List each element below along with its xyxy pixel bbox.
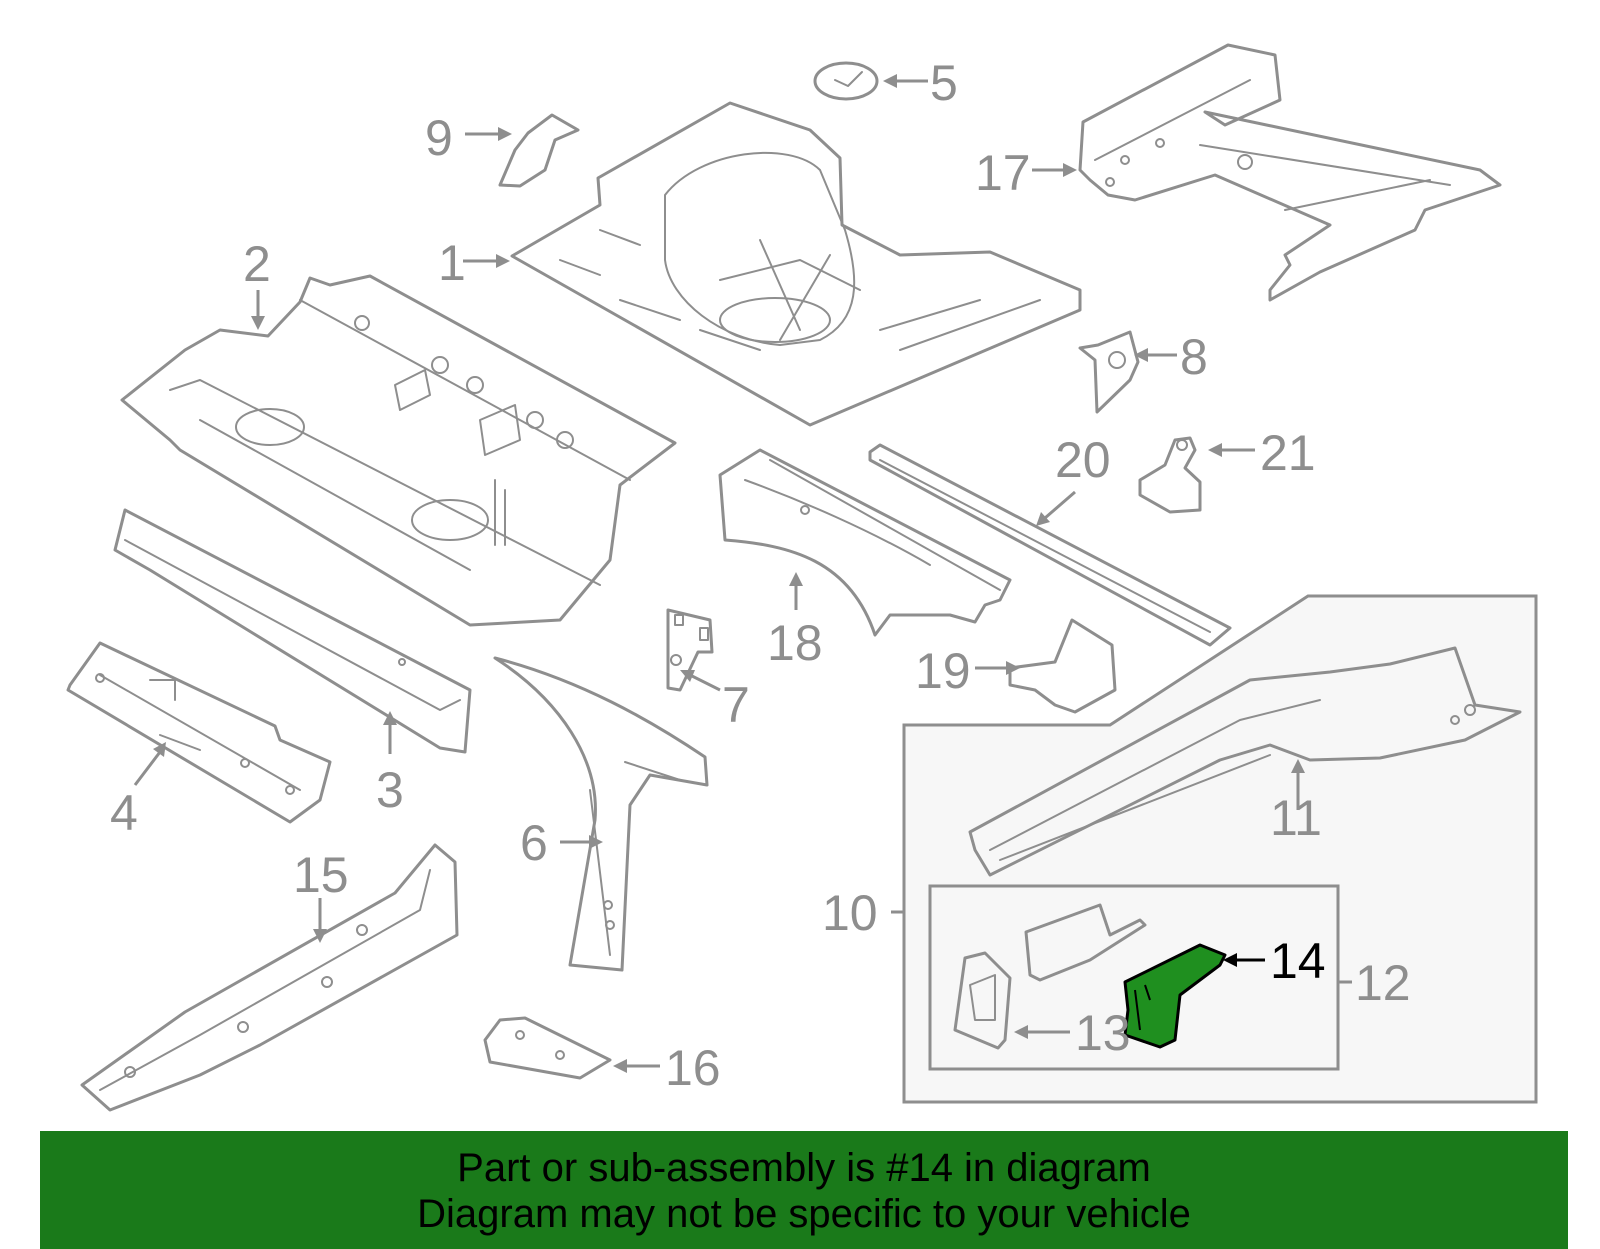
part-8-gusset — [1078, 330, 1140, 414]
info-banner: Part or sub-assembly is #14 in diagram D… — [40, 1131, 1568, 1249]
callout-11: 11 — [1270, 790, 1322, 846]
callout-9: 9 — [425, 110, 453, 166]
callout-20: 20 — [1055, 432, 1111, 488]
callout-1: 1 — [438, 235, 466, 291]
banner-line-1: Part or sub-assembly is #14 in diagram — [457, 1146, 1151, 1190]
callout-8: 8 — [1180, 329, 1208, 385]
callout-12: 12 — [1355, 955, 1411, 1011]
part-15-side-member — [80, 843, 459, 1112]
callout-6: 6 — [520, 815, 548, 871]
banner-text: Part or sub-assembly is #14 in diagram D… — [40, 1145, 1568, 1237]
part-4-crossmember — [66, 641, 332, 824]
callout-5: 5 — [930, 55, 958, 111]
callout-21: 21 — [1260, 425, 1316, 481]
assembly-box-12 — [928, 884, 1340, 1071]
part-12-bracket — [1024, 903, 1147, 982]
part-6-pillar — [493, 656, 709, 972]
part-16-bracket — [483, 1016, 612, 1080]
part-3-sill-reinforcement — [113, 508, 472, 754]
assembly-box-10 — [902, 594, 1538, 1104]
callout-13: 13 — [1075, 1005, 1131, 1061]
part-11-rear-rail — [968, 646, 1522, 877]
callout-7: 7 — [722, 677, 750, 733]
part-13-plate — [953, 951, 1012, 1050]
callout-16: 16 — [665, 1040, 721, 1096]
part-18-inner-panel — [718, 448, 1012, 637]
part-2-front-floor-pan — [120, 274, 677, 627]
callout-4: 4 — [110, 785, 138, 841]
callout-18: 18 — [767, 615, 823, 671]
callout-10: 10 — [822, 885, 878, 941]
callout-3: 3 — [376, 762, 404, 818]
part-14-highlighted-bracket — [1123, 943, 1227, 1049]
part-20-long-rail — [868, 443, 1232, 647]
leader-lines — [133, 74, 1352, 1073]
part-7-bracket — [666, 608, 714, 692]
banner-line-2: Diagram may not be specific to your vehi… — [417, 1192, 1191, 1236]
callout-2: 2 — [243, 236, 271, 292]
part-19-bracket — [1008, 618, 1117, 714]
part-9-bracket — [498, 113, 580, 188]
callout-14: 14 — [1270, 933, 1326, 989]
part-21-bracket — [1138, 436, 1202, 514]
part-1-rear-floor-pan — [510, 101, 1082, 427]
part-17-crossmember-frame — [1078, 43, 1502, 302]
callout-15: 15 — [293, 847, 349, 903]
part-5-plug — [813, 61, 879, 101]
callout-17: 17 — [975, 145, 1031, 201]
callout-19: 19 — [915, 643, 971, 699]
